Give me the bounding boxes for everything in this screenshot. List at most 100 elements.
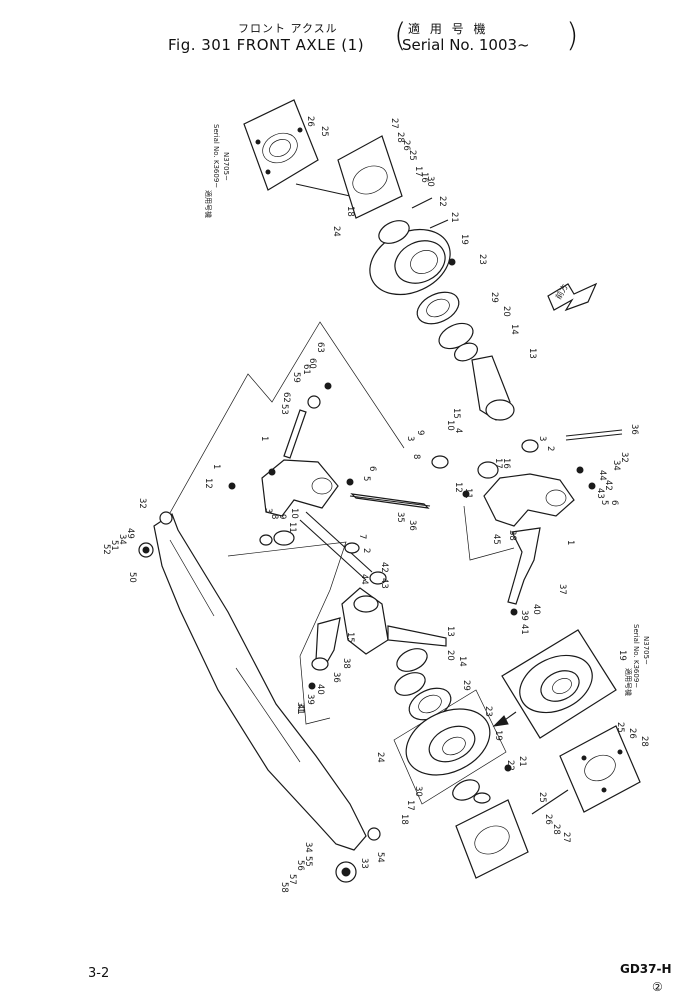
label-26: 26	[627, 728, 637, 739]
right-knuckle-arm	[483, 473, 575, 527]
label-17: 17	[413, 166, 423, 177]
label-22: 22	[505, 760, 515, 771]
label-41: 41	[519, 624, 529, 635]
label-32: 32	[137, 498, 147, 509]
serial-paren-close: )	[566, 16, 579, 54]
label-18: 18	[399, 814, 409, 825]
label-17: 17	[405, 800, 415, 811]
label-53: 53	[279, 404, 289, 415]
label-55: 55	[303, 856, 313, 867]
label-31: 31	[295, 702, 305, 713]
label-17: 17	[493, 458, 503, 469]
label-14: 14	[457, 656, 467, 667]
lower-cover-box	[455, 799, 529, 879]
note-upper-n: N3705~	[222, 152, 230, 181]
label-50: 50	[127, 572, 137, 583]
label-56: 56	[295, 860, 305, 871]
lower-hub-assembly	[308, 571, 569, 879]
king-pin	[283, 409, 307, 459]
note-upper-jp: 適用号機	[204, 190, 213, 218]
label-34: 34	[303, 842, 313, 853]
label-16: 16	[501, 458, 511, 469]
serial-notes: 適用号機 Serial No. K3609~ N3705~ 適用号機 Seria…	[204, 124, 650, 696]
label-9: 9	[415, 430, 425, 435]
label-32: 32	[619, 452, 629, 463]
label-43: 43	[379, 578, 389, 589]
label-28: 28	[551, 824, 561, 835]
label-6: 6	[367, 466, 377, 471]
label-44: 44	[359, 574, 369, 585]
label-29: 29	[489, 292, 499, 303]
label-25: 25	[615, 722, 625, 733]
serial-paren-open: (	[394, 16, 407, 54]
label-25: 25	[537, 792, 547, 803]
label-30: 30	[413, 786, 423, 797]
sheet-number: ②	[652, 980, 663, 994]
label-61: 61	[301, 364, 311, 375]
serial-number-title: Serial No. 1003~	[402, 36, 530, 54]
label-26: 26	[543, 814, 553, 825]
label-19: 19	[459, 234, 469, 245]
upper-inset-plate-box	[243, 99, 319, 191]
label-40: 40	[531, 604, 541, 615]
label-40: 40	[315, 684, 325, 695]
label-3: 3	[537, 436, 547, 441]
label-27: 27	[561, 832, 571, 843]
label-25: 25	[407, 150, 417, 161]
label-12: 12	[453, 482, 463, 493]
lower-spindle	[387, 625, 447, 647]
label-24: 24	[375, 752, 385, 763]
label-19: 19	[617, 650, 627, 661]
label-14: 14	[509, 324, 519, 335]
label-15: 15	[345, 632, 355, 643]
japanese-title: フロント アクスル	[238, 22, 338, 35]
right-inset-hub	[492, 629, 641, 813]
label-21: 21	[449, 212, 459, 223]
label-37: 37	[557, 584, 567, 595]
label-58: 58	[279, 882, 289, 893]
label-38: 38	[341, 658, 351, 669]
label-8: 8	[411, 454, 421, 459]
upper-cover-box	[337, 135, 403, 219]
label-63: 63	[315, 342, 325, 353]
figure-title: Fig. 301 FRONT AXLE (1)	[168, 36, 365, 54]
upper-hub-assembly	[243, 99, 515, 421]
label-18: 18	[345, 206, 355, 217]
label-51: 51	[109, 540, 119, 551]
label-36: 36	[629, 424, 639, 435]
label-38: 38	[507, 530, 517, 541]
label-3: 3	[263, 508, 273, 513]
label-4: 4	[453, 428, 463, 433]
label-57: 57	[287, 874, 297, 885]
label-23: 23	[483, 706, 493, 717]
label-49: 49	[125, 528, 135, 539]
label-1: 1	[259, 436, 269, 441]
label-33: 33	[359, 858, 369, 869]
label-42: 42	[379, 562, 389, 573]
label-26: 26	[401, 140, 411, 151]
label-19: 19	[493, 730, 503, 741]
assembly-outline	[165, 321, 515, 725]
front-axle-beam	[138, 511, 381, 883]
model-code: GD37-H	[620, 962, 672, 976]
label-16: 16	[419, 172, 429, 183]
steering-arm	[507, 527, 541, 605]
label-36: 36	[331, 672, 341, 683]
label-54: 54	[375, 852, 385, 863]
label-43: 43	[595, 488, 605, 499]
part-number-labels: 26 25 27 28 26 25 17 16 30 22 21 18 19 2…	[101, 116, 649, 893]
japanese-applicable-serial: 適 用 号 機	[408, 22, 489, 36]
label-45: 45	[491, 534, 501, 545]
label-36: 36	[407, 520, 417, 531]
upper-bearing-outer	[416, 291, 460, 325]
label-41: 41	[295, 704, 305, 715]
label-11: 11	[463, 488, 473, 499]
page-number: 3-2	[88, 966, 110, 981]
beam-left-boss	[159, 511, 173, 525]
label-27: 27	[389, 118, 399, 129]
label-13: 13	[527, 348, 537, 359]
label-30: 30	[425, 176, 435, 187]
label-10: 10	[445, 420, 455, 431]
label-52: 52	[101, 544, 111, 555]
